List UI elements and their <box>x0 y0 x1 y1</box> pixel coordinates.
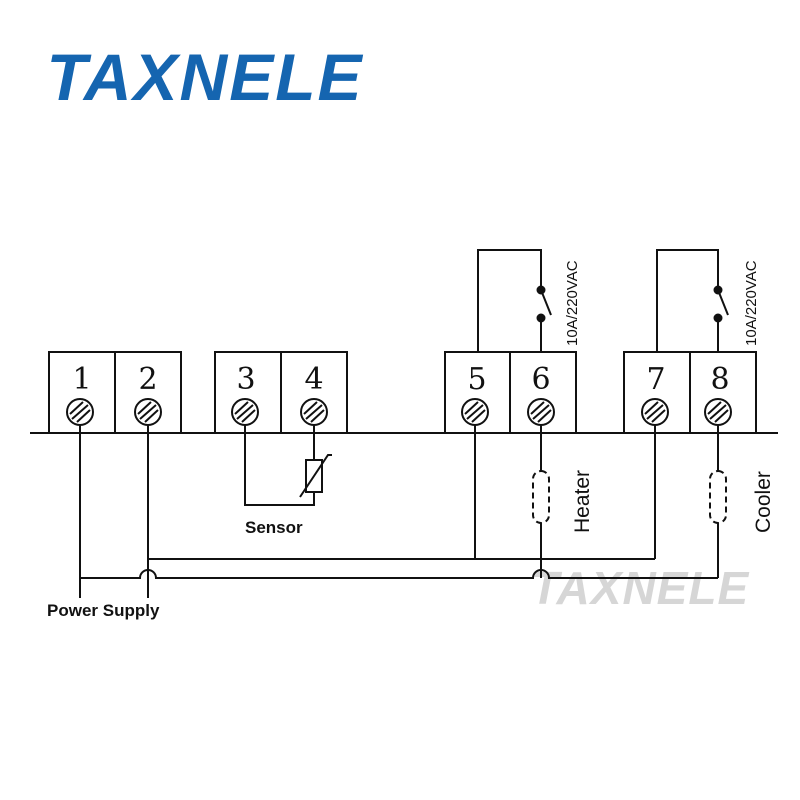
screw-icon <box>300 398 328 426</box>
screw-icon <box>231 398 259 426</box>
relay-rating-heater: 10A/220VAC <box>564 260 581 346</box>
screw-icon <box>66 398 94 426</box>
screw-icon <box>527 398 555 426</box>
screw-icon <box>461 398 489 426</box>
power-common-line <box>80 569 718 579</box>
terminal-block-7-8 <box>623 351 757 434</box>
brand-watermark: TAXNELE <box>531 562 750 614</box>
terminal-number: 4 <box>304 362 323 397</box>
heater-wire <box>474 425 542 578</box>
terminal-number: 2 <box>138 362 157 397</box>
terminal-block-3-4 <box>214 351 348 434</box>
sensor-label: Sensor <box>245 518 303 537</box>
cooler-wire <box>654 425 719 578</box>
cooler-label: Cooler <box>752 471 775 533</box>
heater-label: Heater <box>571 470 594 533</box>
terminal-number: 7 <box>646 362 665 397</box>
screw-icon <box>704 398 732 426</box>
power-supply-label: Power Supply <box>47 601 160 620</box>
heater-load-icon <box>532 470 550 524</box>
screw-icon <box>134 398 162 426</box>
terminal-number: 5 <box>467 362 486 397</box>
terminal-block-5-6 <box>444 351 577 434</box>
relay-switch-heater <box>477 249 552 352</box>
screw-icon <box>641 398 669 426</box>
relay-rating-cooler: 10A/220VAC <box>743 260 760 346</box>
terminal-number: 1 <box>72 362 91 397</box>
terminal-block-1-2 <box>48 351 182 434</box>
terminal-number: 6 <box>531 362 550 397</box>
cooler-load-icon <box>709 470 727 524</box>
terminal-number: 8 <box>710 362 729 397</box>
brand-logo: TAXNELE <box>46 40 363 114</box>
thermistor-icon <box>299 454 332 498</box>
relay-switch-cooler <box>656 249 729 352</box>
terminal-number: 3 <box>236 362 255 397</box>
